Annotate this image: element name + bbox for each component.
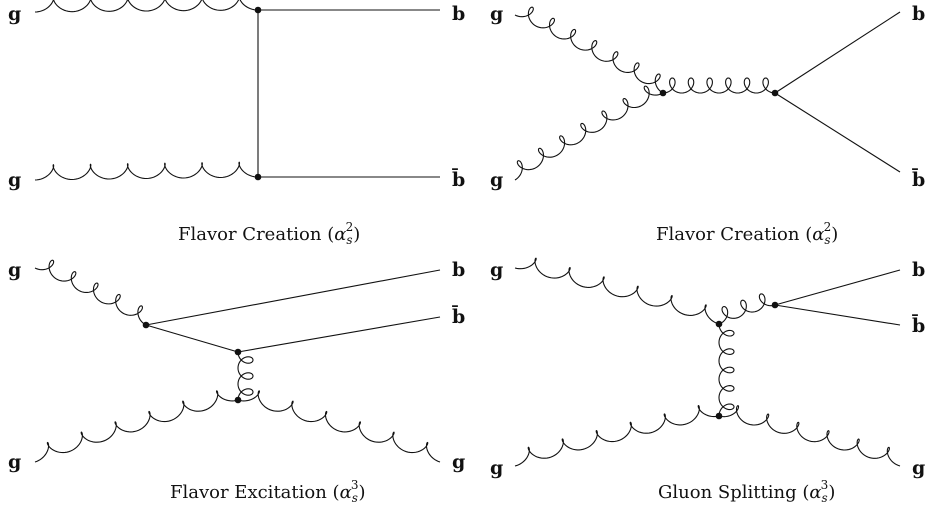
label-gluon-bottom-left: g [8,451,21,473]
label-gluon-top-left: g [490,3,503,25]
gluon-line-incoming-bottom [514,85,664,181]
diagram-flavor-excitation: g g b b̄ g Flavor Excitation (αs3) [8,259,465,505]
diagram-flavor-creation-s-channel: g g b b̄ Flavor Creation (αs2) [490,3,925,247]
vertex [771,301,779,309]
gluon-line-bottom [34,161,259,181]
label-gluon-top-left: g [490,259,503,281]
alpha-power: 3 [821,478,829,492]
quark-line-b [774,11,901,94]
quark-line-bbar [774,92,901,173]
vertex [659,89,667,97]
alpha-symbol: α [334,224,346,245]
quark-line-b [774,269,901,306]
label-bottom-quark: b [912,3,925,25]
label-gluon-top-left: g [8,259,21,281]
gluon-line-incoming-top [34,259,147,326]
label-bottom-quark: b [452,259,465,281]
diagram-gluon-splitting: g g b b̄ g Gluon Splitting (αs3) [490,257,926,505]
gluon-line-splitting [718,293,776,325]
gluon-line-outgoing-bottom [718,405,901,467]
label-bottom-quark: b [912,259,925,281]
gluon-line-exchange [237,351,254,401]
alpha-symbol: α [812,224,824,245]
label-anti-bottom-quark: b̄ [912,315,926,337]
gluon-line-incoming-bottom [34,390,239,463]
quark-line-bbar [237,316,441,353]
alpha-power: 2 [824,220,832,234]
vertex [715,412,723,420]
caption: Flavor Excitation (αs3) [170,478,366,505]
caption: Gluon Splitting (αs3) [658,478,835,505]
alpha-power: 2 [346,220,354,234]
vertex [142,321,150,329]
label-gluon-bottom-left: g [490,457,503,479]
gluon-line-outgoing-bottom [237,390,441,463]
label-gluon-bottom-right: g [452,451,465,473]
caption: Flavor Creation (αs2) [178,220,360,247]
vertex [715,320,723,328]
diagram-flavor-creation-t-channel: g g b b̄ Flavor Creation (αs2) [8,0,465,247]
label-gluon-bottom-left: g [490,169,503,191]
gluon-line-exchange [718,323,735,417]
gluon-line-incoming-top [514,257,720,325]
quark-line-bbar [774,304,901,326]
caption-text: Gluon Splitting [658,482,797,503]
label-gluon-bottom-right: g [912,457,925,479]
alpha-subscript: s [824,233,830,247]
caption: Flavor Creation (αs2) [656,220,838,247]
vertex [771,89,779,97]
gluon-line-propagator [662,77,776,94]
quark-line-b [145,269,441,326]
gluon-line-incoming-bottom [514,405,720,467]
alpha-subscript: s [822,491,828,505]
caption-text: Flavor Creation [178,224,322,245]
label-gluon-top-left: g [8,3,21,25]
caption-text: Flavor Excitation [170,482,327,503]
quark-line-propagator [145,324,239,353]
alpha-symbol: α [809,482,821,503]
label-anti-bottom-quark: b̄ [452,169,466,191]
alpha-subscript: s [346,233,352,247]
caption-text: Flavor Creation [656,224,800,245]
gluon-line-top [34,0,259,13]
alpha-symbol: α [340,482,352,503]
alpha-subscript: s [352,491,358,505]
vertex [234,348,242,356]
label-gluon-bottom-left: g [8,169,21,191]
vertex [254,6,262,14]
gluon-line-incoming-top [514,6,664,94]
label-anti-bottom-quark: b̄ [912,169,926,191]
vertex [234,396,242,404]
vertex [254,173,262,181]
label-anti-bottom-quark: b̄ [452,306,466,328]
label-bottom-quark: b [452,3,465,25]
alpha-power: 3 [351,478,359,492]
